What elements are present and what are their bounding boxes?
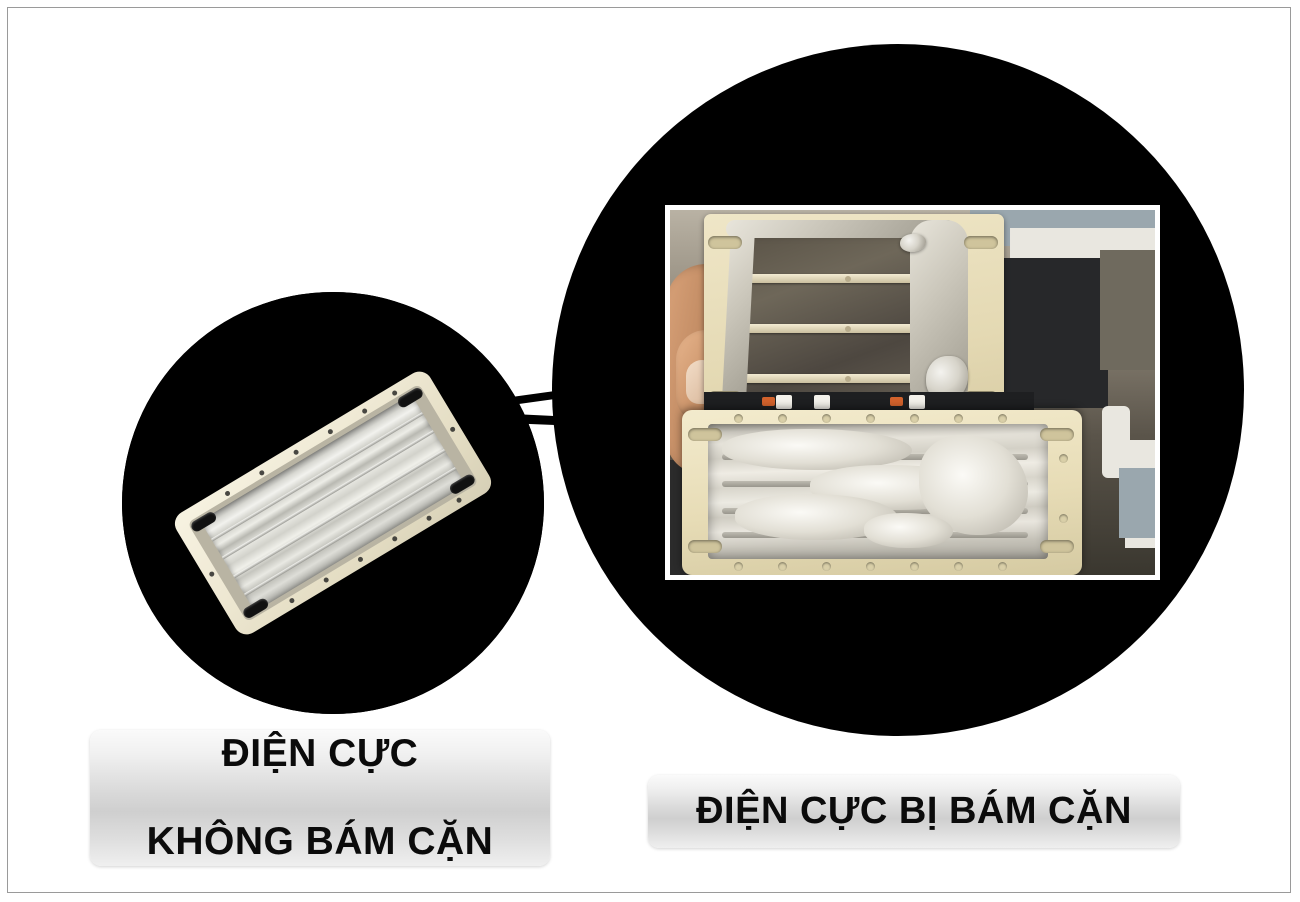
- fouled-electrode-photo-card: [665, 205, 1160, 580]
- scale-deposit: [726, 220, 956, 238]
- fouled-electrode-photo: [670, 210, 1155, 575]
- caption-clean-line2: KHÔNG BÁM CẶN: [146, 819, 494, 863]
- fouled-electrode-circle: [552, 44, 1244, 736]
- scale-deposit: [864, 513, 953, 549]
- lower-electrode-plate: [682, 410, 1082, 575]
- clean-electrode-plate: [170, 366, 496, 640]
- lower-plate-bay: [708, 424, 1048, 559]
- caption-clean-text: ĐIỆN CỰC KHÔNG BÁM CẶN: [147, 732, 494, 863]
- connector-strip: [704, 392, 1034, 414]
- caption-clean-line1: ĐIỆN CỰC: [221, 732, 419, 776]
- clean-electrode-photo: [122, 292, 544, 714]
- caption-plaque-fouled: ĐIỆN CỰC BỊ BÁM CẶN: [648, 775, 1180, 848]
- caption-fouled-text: ĐIỆN CỰC BỊ BÁM CẶN: [696, 790, 1132, 833]
- scale-deposit: [721, 429, 912, 470]
- clean-electrode-circle: [122, 292, 544, 714]
- caption-plaque-clean: ĐIỆN CỰC KHÔNG BÁM CẶN: [90, 730, 550, 866]
- scale-blob: [900, 234, 926, 252]
